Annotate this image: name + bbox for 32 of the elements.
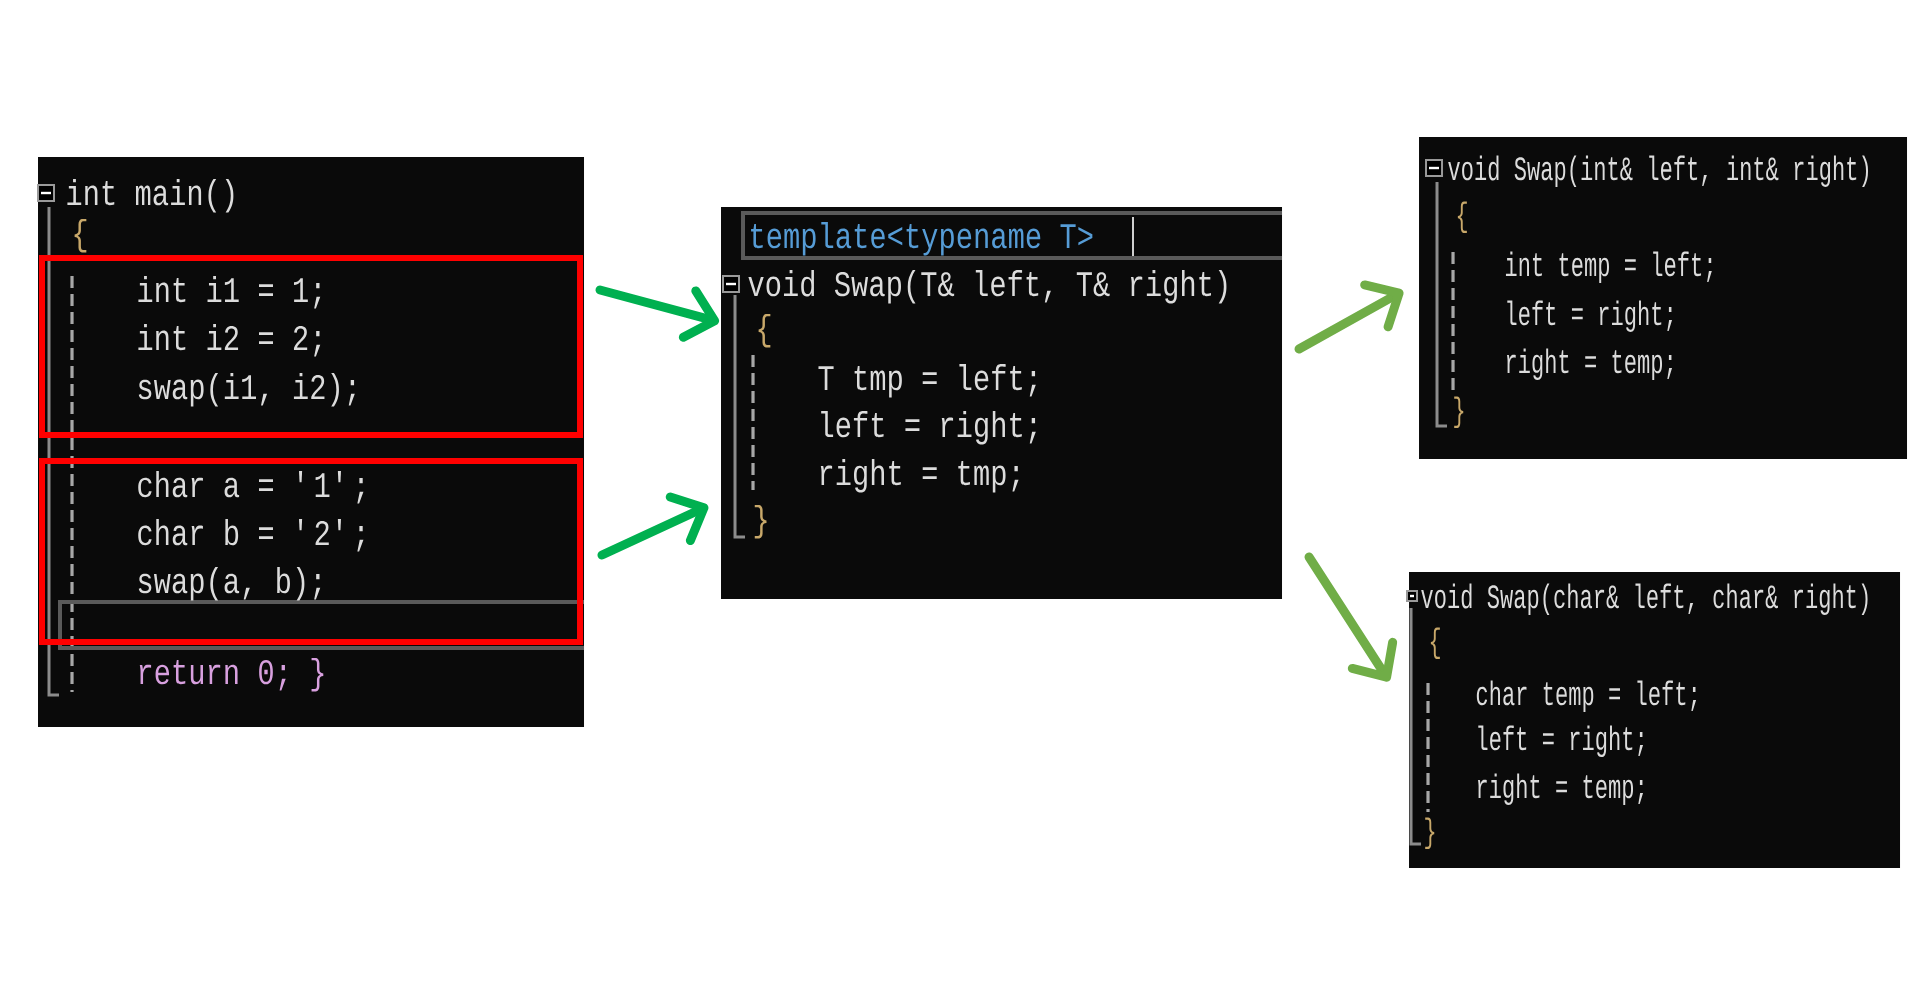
code-line: { [1457,201,1467,234]
code-line: { [758,313,771,348]
code-line: swap(a, b); [138,566,321,601]
code-line: swap(i1, i2); [138,372,355,407]
code-line: int temp = left; [1505,251,1712,284]
code-line: void Swap(T& left, T& right) [748,269,1227,304]
code-line: right = temp; [1478,773,1644,806]
code-line: int i1 = 1; [138,275,321,309]
arrow [1304,552,1398,682]
code-line: { [1430,627,1440,660]
code-line: left = right; [1478,725,1644,758]
code-line: left = right; [821,410,1036,445]
code-line: } [1425,817,1435,850]
code-line: char a = '1'; [138,470,364,504]
code-line: { [74,218,87,253]
code-line: } [1454,396,1464,429]
code-line: template<typename T> [751,221,1093,256]
code-line: int main() [67,178,234,213]
code-line: return 0; } [139,657,324,692]
arrow [597,492,709,560]
code-line: right = tmp; [820,458,1019,493]
arrow [595,285,720,342]
code-line: char temp = left; [1476,680,1697,713]
code-line: left = right; [1507,300,1673,333]
code-line: void Swap(int& left, int& right) [1448,155,1869,188]
code-line: T tmp = left; [818,363,1036,398]
code-line: right = temp; [1507,348,1673,381]
code-line: char b = '2'; [138,518,364,552]
code-line: void Swap(char& left, char& right) [1421,583,1868,616]
code-line: } [754,504,767,539]
code-line: int i2 = 2; [138,323,321,357]
arrow [1294,280,1404,354]
